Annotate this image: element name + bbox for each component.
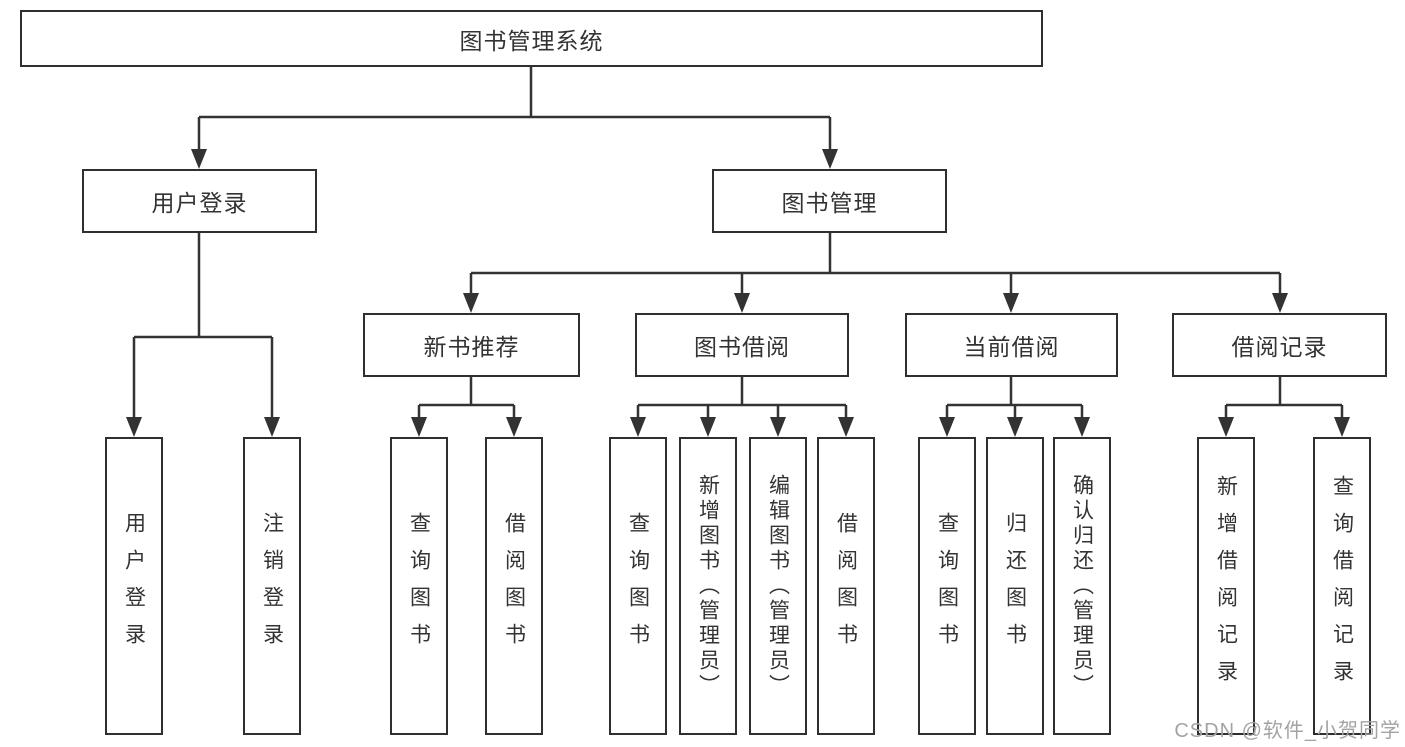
leaf-add-book-admin: 新增图书（管理员）	[679, 437, 737, 735]
connector-login-to-children	[132, 233, 274, 420]
connector-mgmt-to-sections	[469, 233, 1282, 296]
node-book-management: 图书管理	[712, 169, 947, 233]
connector-records-children	[1224, 377, 1344, 420]
node-root: 图书管理系统	[20, 10, 1043, 67]
leaf-query-books-recommend: 查询图书	[390, 437, 448, 735]
node-new-book-recommend: 新书推荐	[363, 313, 580, 377]
leaf-borrow-books-borrow: 借阅图书	[817, 437, 875, 735]
node-user-login-label: 用户登录	[151, 190, 248, 216]
csdn-watermark: CSDN @软件_小贺同学	[1174, 720, 1401, 742]
connector-recommend-children	[417, 377, 516, 420]
connector-current-children	[945, 377, 1084, 420]
leaf-logout: 注销登录	[243, 437, 301, 735]
connector-borrow-children	[636, 377, 848, 420]
node-borrow-records-label: 借阅记录	[1231, 334, 1328, 360]
node-current-borrow-label: 当前借阅	[963, 334, 1060, 360]
leaf-query-borrow-record: 查询借阅记录	[1313, 437, 1371, 735]
node-book-management-label: 图书管理	[781, 190, 878, 216]
arrowheads	[126, 149, 1350, 437]
leaf-query-books-current: 查询图书	[918, 437, 976, 735]
leaf-confirm-return-admin: 确认归还（管理员）	[1053, 437, 1111, 735]
node-book-borrow: 图书借阅	[635, 313, 849, 377]
node-user-login: 用户登录	[82, 169, 317, 233]
leaf-query-books-borrow: 查询图书	[609, 437, 667, 735]
node-borrow-records: 借阅记录	[1172, 313, 1387, 377]
node-new-book-recommend-label: 新书推荐	[423, 334, 520, 360]
leaf-edit-book-admin: 编辑图书（管理员）	[749, 437, 807, 735]
leaf-return-book: 归还图书	[986, 437, 1044, 735]
leaf-user-login: 用户登录	[105, 437, 163, 735]
leaf-borrow-books-recommend: 借阅图书	[485, 437, 543, 735]
node-book-borrow-label: 图书借阅	[694, 334, 790, 360]
node-root-label: 图书管理系统	[459, 27, 604, 54]
node-current-borrow: 当前借阅	[905, 313, 1118, 377]
connector-root-to-branches	[197, 67, 832, 152]
leaf-add-borrow-record: 新增借阅记录	[1197, 437, 1255, 735]
